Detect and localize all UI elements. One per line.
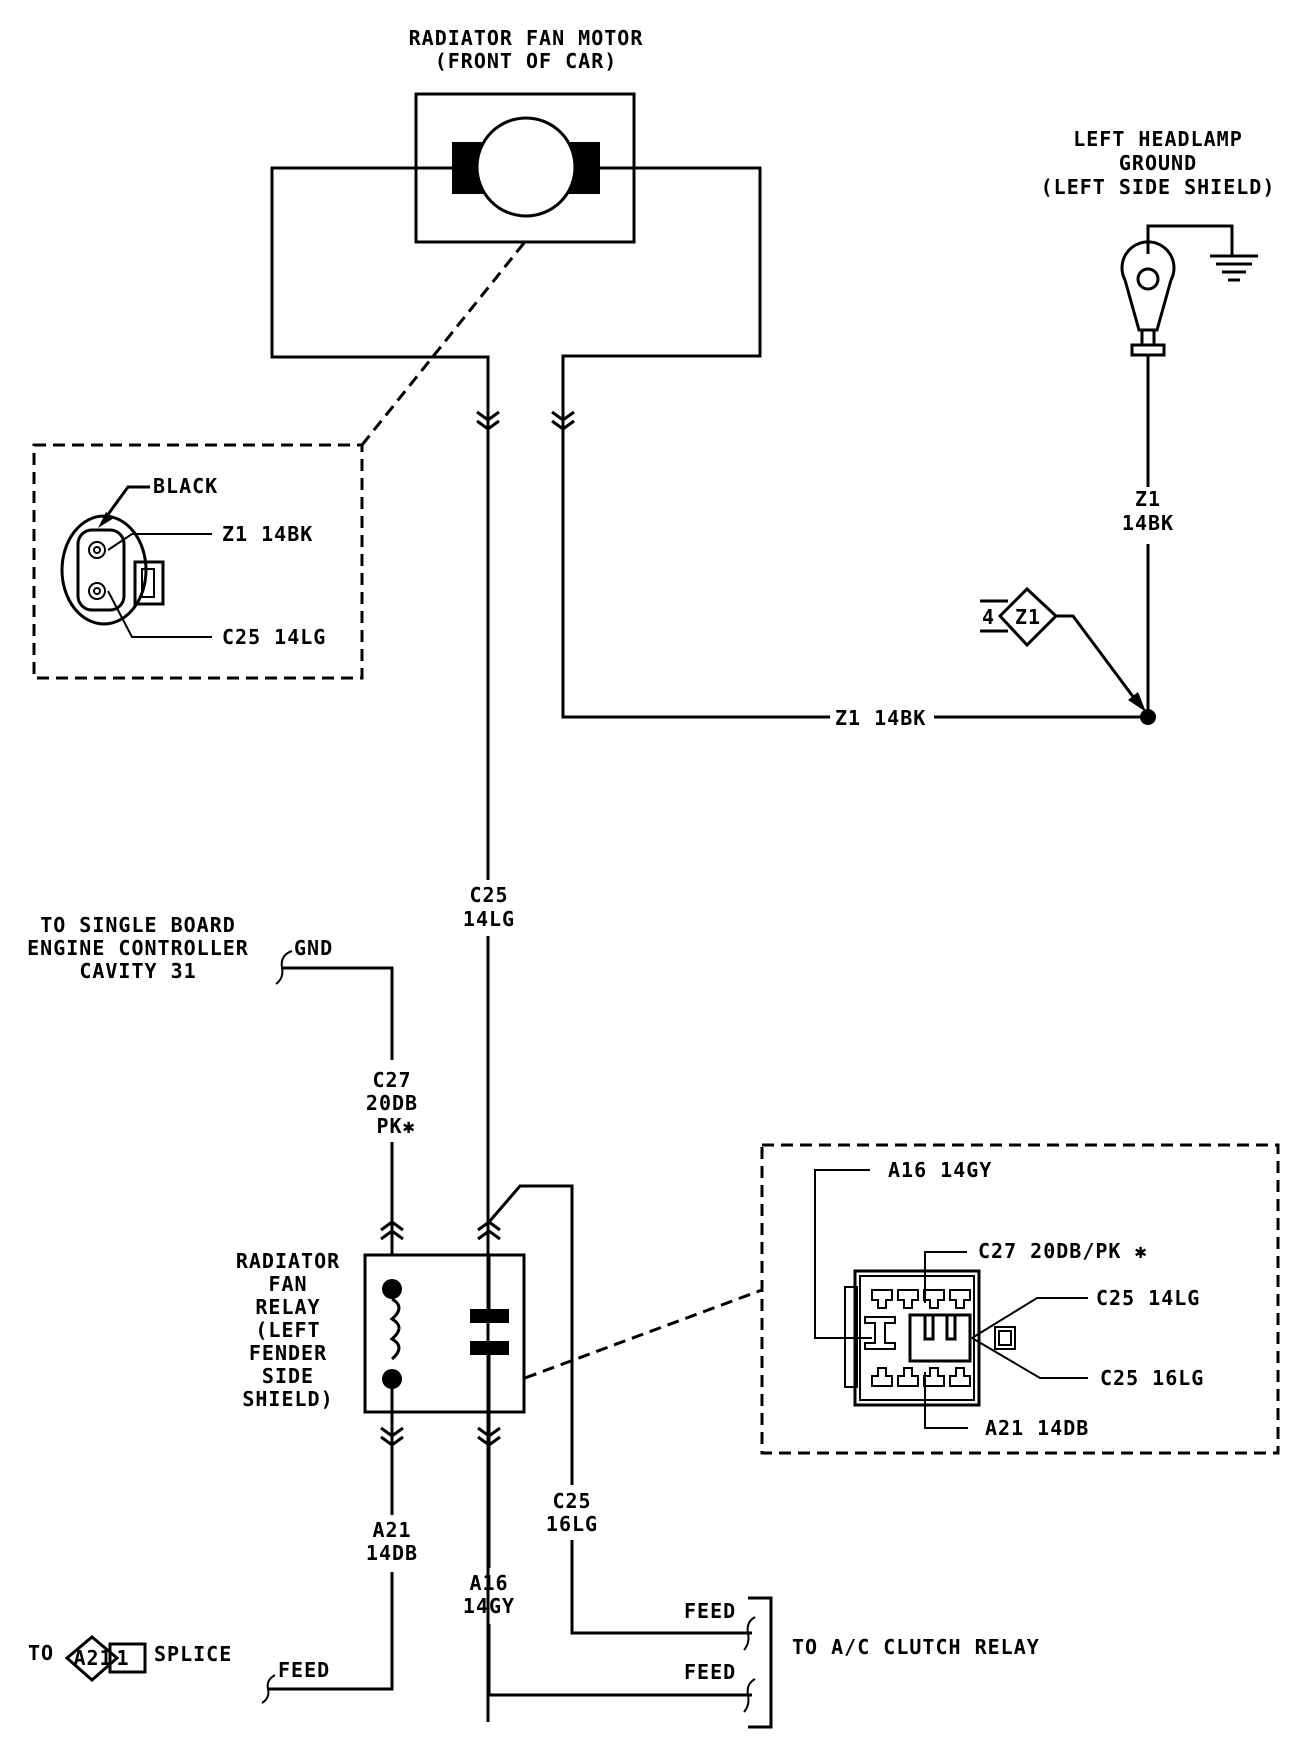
headlamp-ground: LEFT HEADLAMP GROUND (LEFT SIDE SHIELD) — [1041, 127, 1276, 357]
ground-wire-label-1: Z1 — [1135, 487, 1161, 511]
c25-16lg-label-2: 16LG — [546, 1512, 598, 1536]
fan-motor-label-1: RADIATOR FAN MOTOR — [409, 26, 644, 50]
ground-label-3: (LEFT SIDE SHIELD) — [1041, 175, 1276, 199]
wire-c25-16lg-lower — [570, 1540, 752, 1635]
relay-label-7: SHIELD) — [242, 1387, 333, 1411]
splice-feed-label: FEED — [278, 1658, 330, 1682]
relay-contact-lower — [470, 1341, 509, 1355]
ground-wire-horizontal-label: Z1 14BK — [835, 706, 926, 730]
ring-terminal-icon — [1120, 240, 1176, 357]
a16-label-2: 14GY — [463, 1594, 515, 1618]
engine-controller-ref: TO SINGLE BOARD ENGINE CONTROLLER CAVITY… — [27, 913, 333, 985]
wire-a21-lower — [268, 1572, 394, 1691]
connector-tail-icon — [743, 1678, 756, 1713]
splice-reference-a21[interactable]: TO A21 1 SPLICE — [28, 1635, 232, 1682]
relay-label-4: (LEFT — [255, 1318, 320, 1342]
splice-code: A21 — [73, 1646, 112, 1670]
controller-label-1: TO SINGLE BOARD — [40, 913, 236, 937]
connector-tail-icon — [743, 1616, 756, 1651]
relay-label-1: RADIATOR — [236, 1249, 340, 1273]
splice-junction-dot — [1140, 709, 1156, 725]
c25-14lg-pin-label: C25 14LG — [1096, 1286, 1200, 1310]
wire-c25-16lg — [487, 1184, 574, 1485]
c27-label-3: PK✱ — [376, 1114, 415, 1138]
wire-z1-14bk-motor — [561, 166, 1148, 719]
connector-latch — [994, 1326, 1016, 1350]
detail-box — [760, 1143, 1280, 1455]
gnd-pin-label: GND — [294, 936, 333, 960]
connector-tail-icon — [261, 1674, 276, 1704]
wire-c25-14lg — [270, 166, 490, 1722]
relay-label-3: RELAY — [255, 1295, 320, 1319]
c25-14lg-label-1: C25 — [469, 883, 508, 907]
c27-label-2: 20DB — [366, 1091, 418, 1115]
relay-housing — [363, 1253, 526, 1414]
relay-connector-body — [853, 1269, 981, 1407]
radiator-fan-relay: RADIATOR FAN RELAY (LEFT FENDER SIDE SHI… — [236, 1249, 526, 1414]
controller-label-3: CAVITY 31 — [79, 959, 196, 983]
ac-feed-lower-label: FEED — [684, 1660, 736, 1684]
relay-label-2: FAN — [268, 1272, 307, 1296]
fan-motor-label-2: (FRONT OF CAR) — [435, 49, 618, 73]
connector-color-label: BLACK — [153, 474, 218, 498]
c25-16lg-pin-label: C25 16LG — [1100, 1366, 1204, 1390]
relay-contact-upper — [470, 1309, 509, 1323]
ac-clutch-label: TO A/C CLUTCH RELAY — [792, 1635, 1040, 1659]
a21-label-2: 14DB — [366, 1541, 418, 1565]
controller-label-2: ENGINE CONTROLLER — [27, 936, 249, 960]
splice-ref-number: 4 — [982, 605, 995, 629]
leader-relay-connector — [524, 1288, 763, 1380]
c25-16lg-label-1: C25 — [552, 1489, 591, 1513]
a16-label-1: A16 — [469, 1571, 508, 1595]
diamond-icon — [997, 586, 1059, 648]
c25-14lg-label-2: 14LG — [463, 907, 515, 931]
motor-connector-detail: BLACK Z1 14BK C25 14LG — [32, 443, 364, 680]
ac-clutch-relay-ref: FEED FEED TO A/C CLUTCH RELAY — [684, 1596, 1040, 1729]
a21-pin-label: A21 14DB — [985, 1416, 1089, 1440]
wire-c27-upper — [282, 966, 394, 1060]
detail-box — [32, 443, 364, 680]
leader-motor-connector — [360, 242, 526, 446]
motor-armature-icon — [475, 116, 577, 218]
bracket — [748, 1596, 773, 1729]
relay-label-6: SIDE — [262, 1364, 314, 1388]
c27-label-1: C27 — [372, 1068, 411, 1092]
radiator-fan-motor: RADIATOR FAN MOTOR (FRONT OF CAR) — [409, 26, 644, 244]
splice-reference-z1[interactable]: 4 Z1 — [980, 586, 1146, 712]
arrow-icon — [98, 512, 114, 528]
arrow-icon — [1128, 692, 1146, 712]
pin-bottom-label: C25 14LG — [222, 625, 326, 649]
ac-feed-upper-label: FEED — [684, 1599, 736, 1623]
connector-latch — [133, 560, 165, 606]
connector-body — [60, 514, 148, 626]
wire-a16-lower — [487, 1624, 752, 1697]
ground-wire-label-2: 14BK — [1122, 511, 1174, 535]
label-gap — [830, 705, 934, 729]
connector-chevrons-motor — [476, 410, 575, 431]
label-gap — [464, 880, 514, 936]
splice-prefix: TO — [28, 1641, 54, 1665]
splice-ref-code: Z1 — [1015, 605, 1041, 629]
splice-number-box — [108, 1642, 147, 1674]
ground-label-1: LEFT HEADLAMP — [1073, 127, 1243, 151]
splice-suffix: SPLICE — [154, 1642, 232, 1666]
ground-label-2: GROUND — [1119, 151, 1197, 175]
relay-label-5: FENDER — [249, 1341, 327, 1365]
splice-number: 1 — [116, 1646, 129, 1670]
ground-symbol-icon — [1210, 254, 1258, 282]
c27-pin-label: C27 20DB/PK ✱ — [978, 1239, 1148, 1263]
relay-coil-icon — [389, 1297, 401, 1361]
pin-top-label: Z1 14BK — [222, 522, 313, 546]
relay-connector-detail: A16 14GY C27 20DB/PK ✱ C25 14LG C25 16LG… — [760, 1143, 1280, 1455]
a16-pin-label: A16 14GY — [888, 1158, 992, 1182]
a21-label-1: A21 — [372, 1518, 411, 1542]
